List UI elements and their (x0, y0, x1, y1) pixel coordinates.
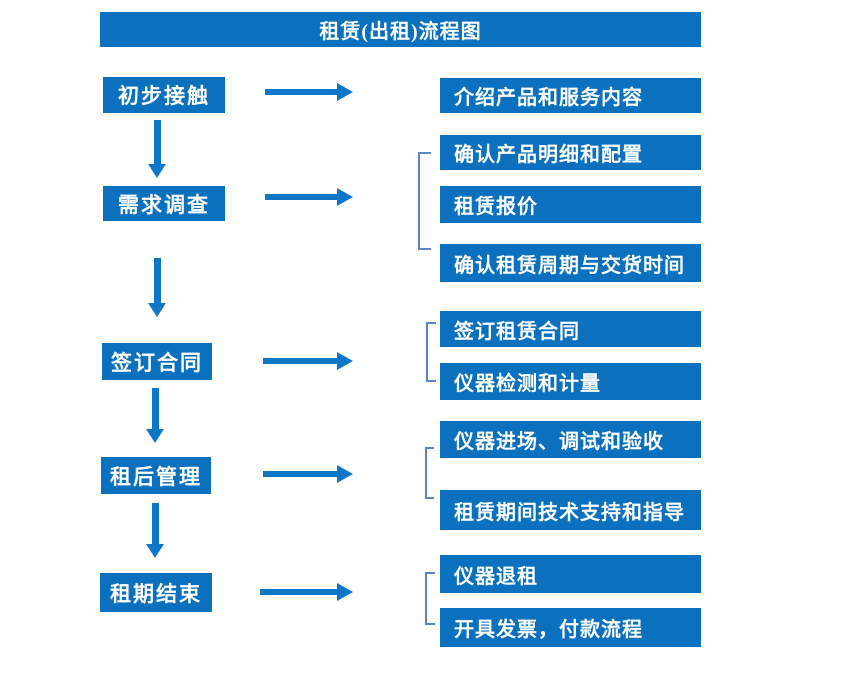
detail-box-confirm-rental-period: 确认租赁周期与交货时间 (440, 244, 701, 282)
group-bracket (418, 152, 431, 250)
detail-box-rental-quote: 租赁报价 (440, 186, 701, 223)
detail-box-instrument-testing: 仪器检测和计量 (440, 363, 701, 400)
detail-box-introduce-products: 介绍产品和服务内容 (440, 78, 701, 113)
down-arrow-icon (146, 503, 164, 558)
detail-box-tech-support: 租赁期间技术支持和指导 (440, 490, 701, 530)
group-bracket (425, 447, 434, 499)
stage-box-rental-end: 租期结束 (100, 573, 212, 612)
detail-box-instrument-setup: 仪器进场、调试和验收 (440, 421, 701, 458)
group-bracket (425, 572, 435, 625)
detail-box-invoice-payment: 开具发票，付款流程 (440, 608, 701, 647)
down-arrow-icon (148, 258, 166, 317)
stage-box-initial-contact: 初步接触 (103, 77, 225, 113)
diagram-title: 租赁(出租)流程图 (100, 12, 701, 47)
stage-box-post-rental-management: 租后管理 (101, 457, 211, 494)
stage-box-demand-survey: 需求调查 (103, 186, 225, 221)
detail-box-confirm-product-details: 确认产品明细和配置 (440, 135, 701, 170)
right-arrow-icon (265, 188, 353, 206)
group-bracket (426, 322, 436, 382)
stage-box-sign-contract: 签订合同 (102, 343, 212, 380)
detail-box-sign-rental-contract: 签订租赁合同 (440, 311, 701, 347)
right-arrow-icon (265, 83, 353, 101)
down-arrow-icon (146, 388, 164, 443)
detail-box-instrument-return: 仪器退租 (440, 555, 701, 593)
right-arrow-icon (263, 352, 353, 370)
right-arrow-icon (260, 583, 353, 601)
right-arrow-icon (263, 465, 353, 483)
down-arrow-icon (148, 120, 166, 178)
